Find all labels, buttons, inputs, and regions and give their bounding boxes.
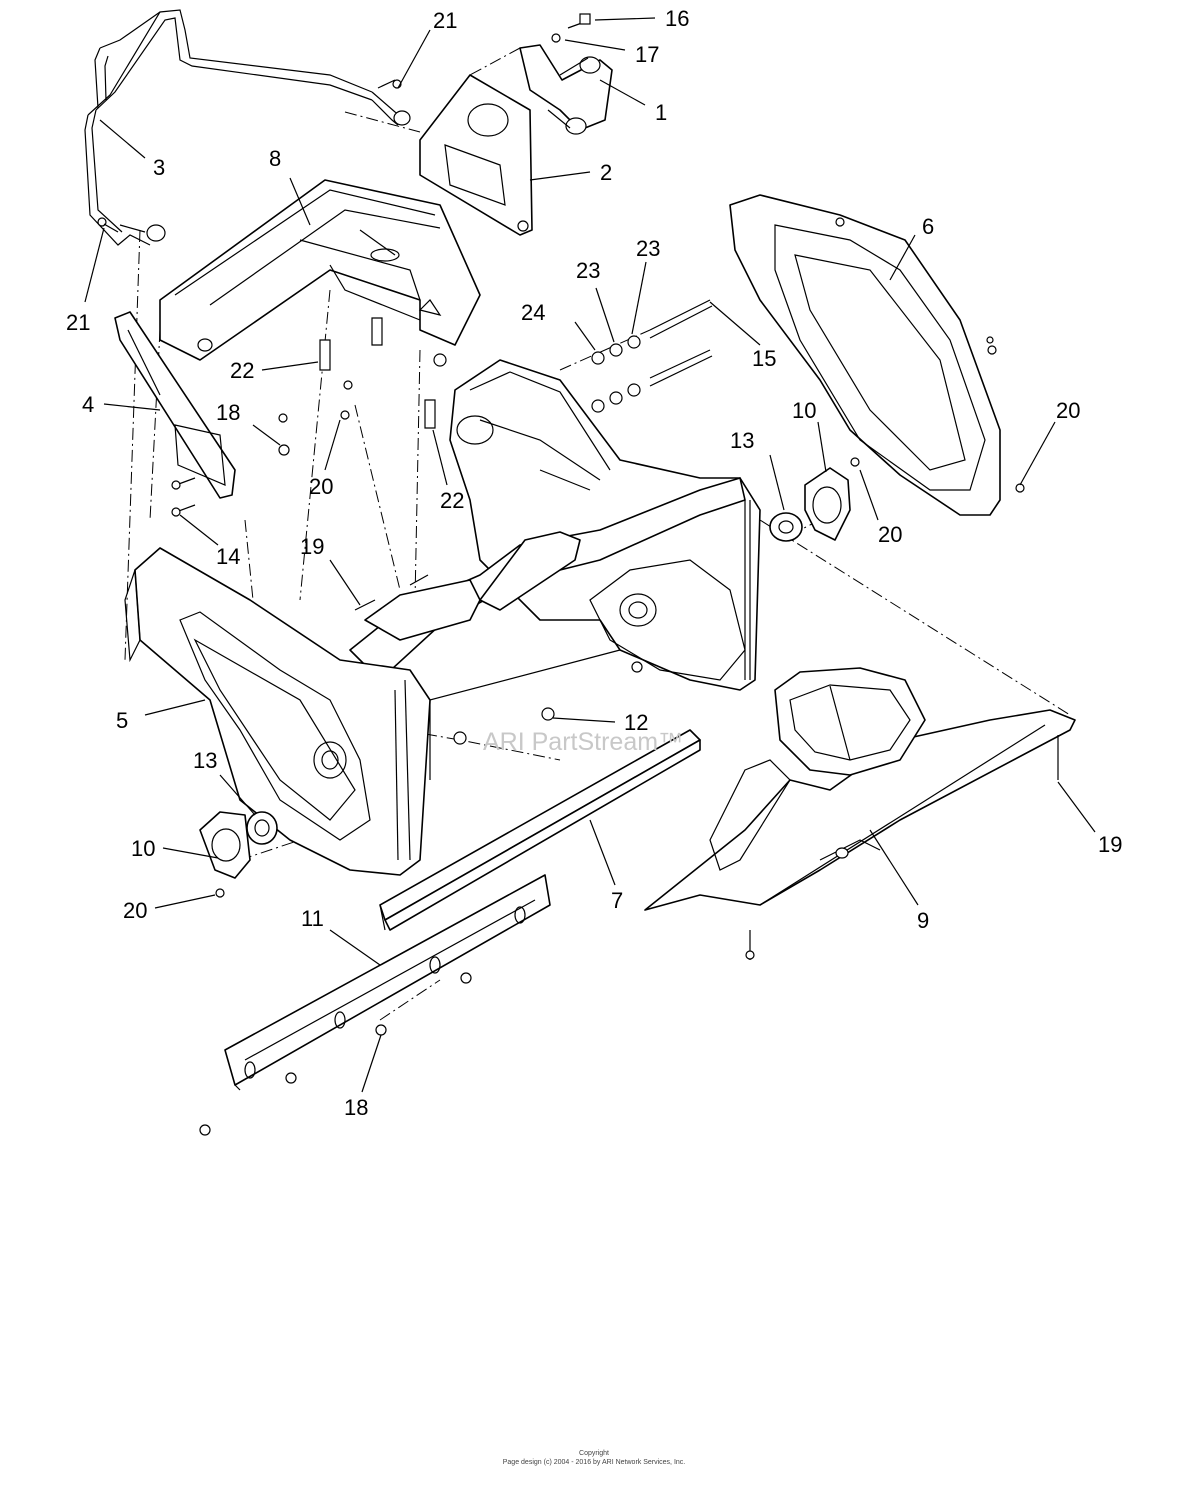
callout-19-right: 19	[1098, 832, 1122, 857]
callout-1: 1	[655, 100, 667, 125]
callout-17: 17	[635, 42, 659, 67]
callout-9: 9	[917, 908, 929, 933]
callout-20-left: 20	[123, 898, 147, 923]
callout-24: 24	[521, 300, 545, 325]
callout-22-top: 22	[230, 358, 254, 383]
callout-23-right: 23	[636, 236, 660, 261]
callout-13-left: 13	[193, 748, 217, 773]
callout-5: 5	[116, 708, 128, 733]
bearings-group	[199, 467, 851, 879]
callout-18-bottom: 18	[344, 1095, 368, 1120]
callout-6: 6	[922, 214, 934, 239]
callout-20-far-right: 20	[1056, 398, 1080, 423]
callout-23-left: 23	[576, 258, 600, 283]
callout-12: 12	[624, 710, 648, 735]
chute-assembly-part	[644, 667, 1076, 911]
callout-10-right: 10	[792, 398, 816, 423]
callout-18-top: 18	[216, 400, 240, 425]
callout-20-center: 20	[309, 474, 333, 499]
shave-plate-part	[224, 874, 551, 1091]
top-frame-part	[159, 179, 481, 367]
scraper-bar-part	[379, 729, 701, 931]
leader-lines	[84, 17, 1096, 1093]
callout-21-left: 21	[66, 310, 90, 335]
callout-11: 11	[301, 906, 324, 931]
callout-labels: 16 21 17 1 3 2 8 6 23 23 24 21 15 22 4 1…	[66, 6, 1122, 1120]
callout-3: 3	[153, 155, 165, 180]
callout-13-right: 13	[730, 428, 754, 453]
handle-part	[84, 9, 411, 246]
auger-housing-part	[339, 359, 761, 780]
side-plate-part	[114, 311, 236, 499]
callout-14: 14	[216, 544, 240, 569]
belt-cover-part	[729, 194, 1001, 516]
copyright-line: Copyright	[579, 1450, 609, 1457]
watermark-text: ARI PartStream™	[483, 728, 683, 756]
mounting-plate-part	[419, 74, 533, 236]
callout-21-top: 21	[433, 8, 457, 33]
callout-22-bottom: 22	[440, 488, 464, 513]
callout-4: 4	[82, 392, 94, 417]
tube-bracket-part	[519, 44, 613, 135]
callout-15: 15	[752, 346, 776, 371]
callout-19-left: 19	[300, 534, 324, 559]
callout-20-right: 20	[878, 522, 902, 547]
callout-10-left: 10	[131, 836, 155, 861]
callout-7: 7	[611, 888, 623, 913]
callout-2: 2	[600, 160, 612, 185]
page-design-credit: Page design (c) 2004 - 2016 by ARI Netwo…	[502, 1459, 686, 1466]
callout-8: 8	[269, 146, 281, 171]
hardware-group	[97, 13, 1059, 1136]
callout-16: 16	[665, 6, 689, 31]
left-side-housing-part	[124, 547, 431, 876]
